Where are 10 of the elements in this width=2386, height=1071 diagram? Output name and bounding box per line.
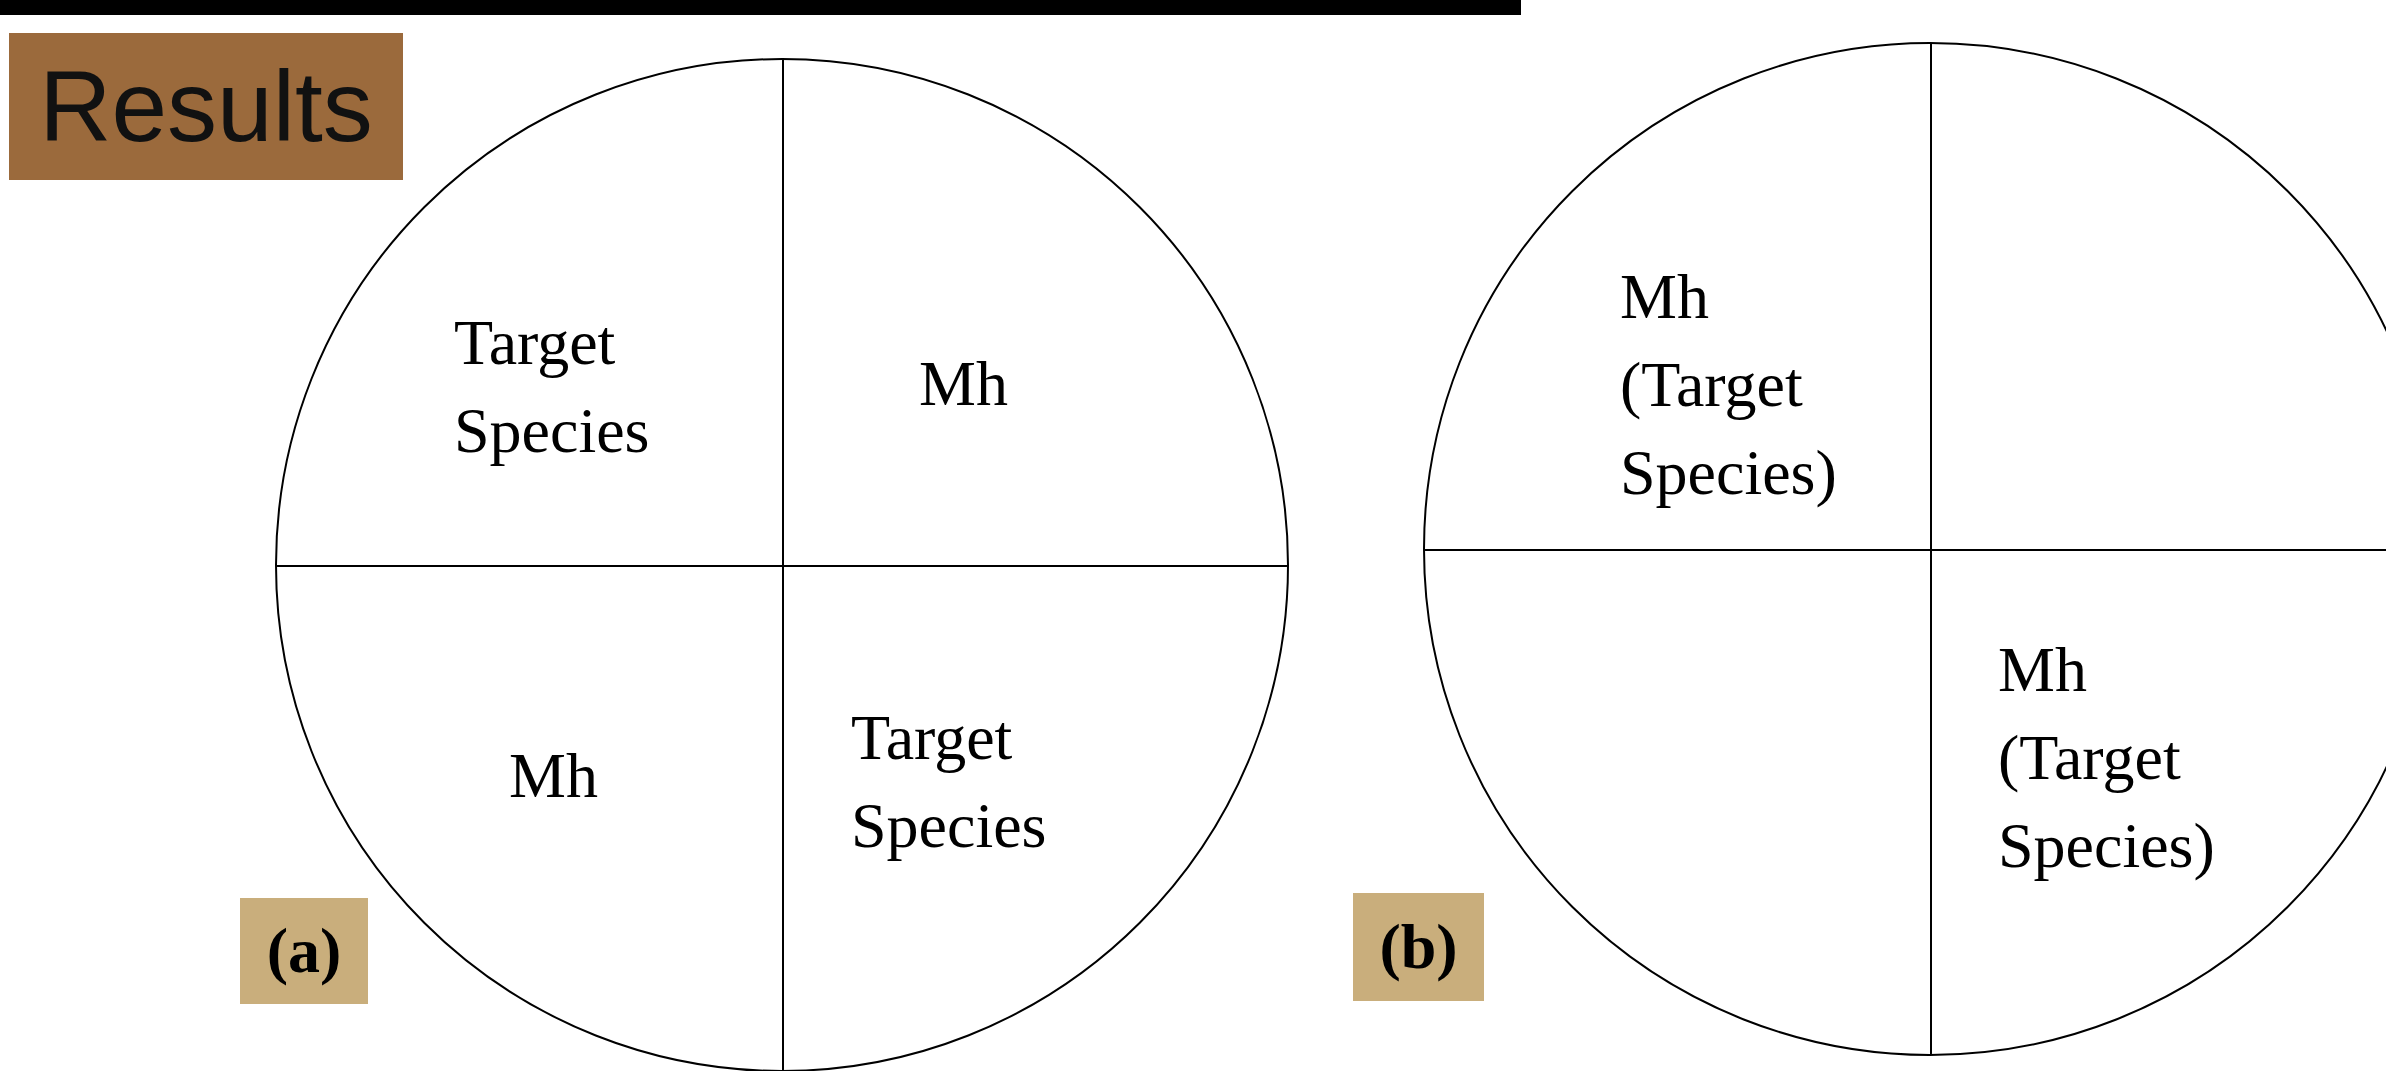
- quadrant: [1425, 44, 1932, 551]
- quadrant-label: Mh: [509, 739, 599, 813]
- quadrant-label: Mh (Target Species): [1998, 633, 2216, 883]
- panel-label: (a): [240, 898, 368, 1004]
- quadrant-label: Target Species: [454, 306, 651, 468]
- quadrant-label: Mh (Target Species): [1620, 260, 1838, 510]
- quadrant-label: Mh: [919, 347, 1009, 421]
- title-banner: Results: [9, 33, 403, 180]
- quadrant-label: Target Species: [851, 701, 1048, 863]
- panel-label: (b): [1353, 893, 1484, 1001]
